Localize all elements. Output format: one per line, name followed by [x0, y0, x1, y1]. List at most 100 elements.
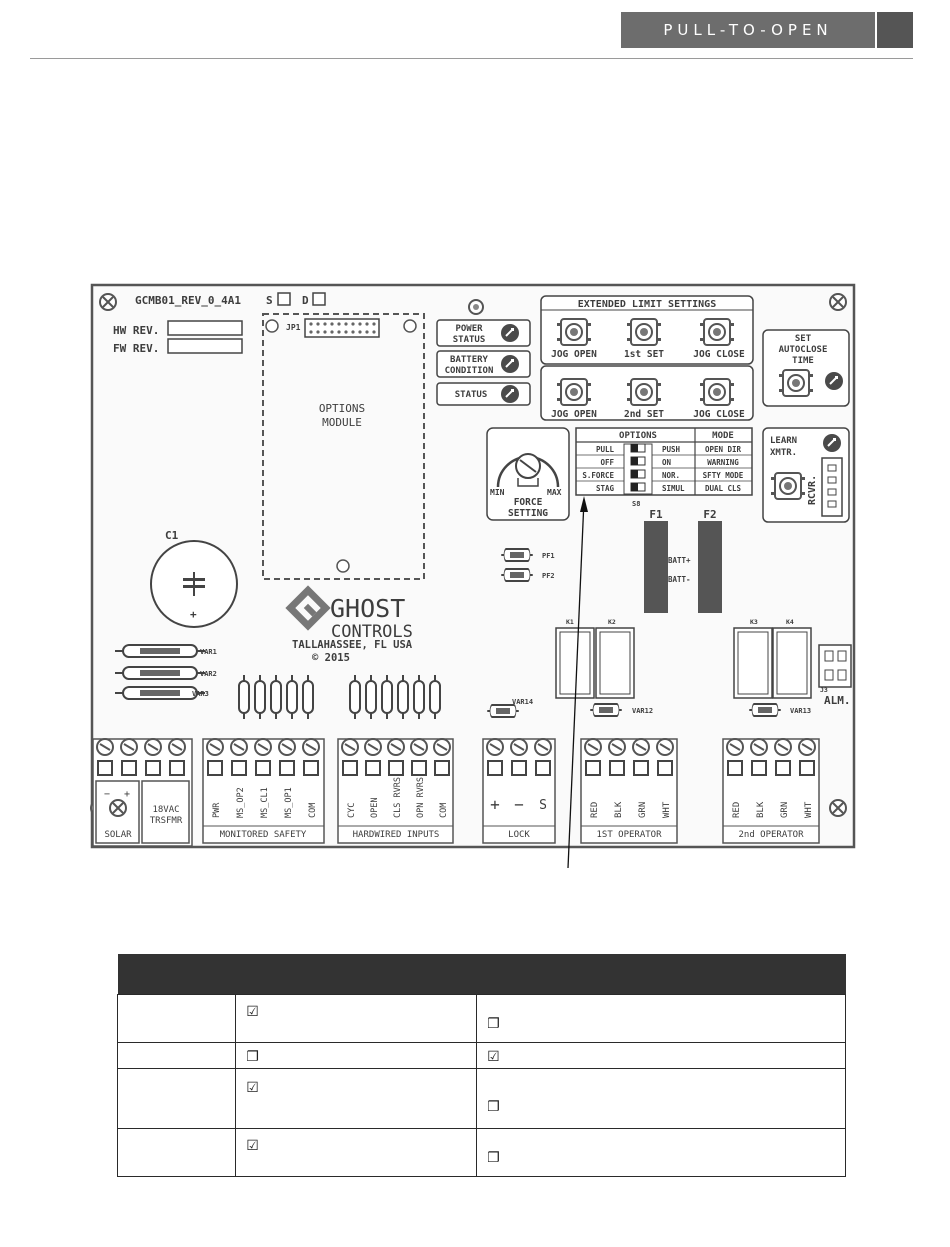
option-left-3: S.FORCE — [582, 471, 614, 480]
trsfmr-section — [141, 780, 190, 844]
d-label: D — [302, 294, 309, 307]
varistor-vertical — [349, 674, 361, 720]
logo-ghost: GHOST — [330, 594, 405, 623]
varistor-vertical — [413, 674, 425, 720]
table-header-row — [117, 954, 846, 995]
terminal-pad — [727, 760, 743, 776]
terminal-pad — [585, 760, 601, 776]
terminal-pad — [775, 760, 791, 776]
hw-pin-5: COM — [439, 803, 449, 818]
table-row: ☑ ❐ — [116, 1128, 846, 1177]
pointer-arrow-line — [567, 499, 585, 869]
ms-pin-1: PWR — [212, 802, 222, 818]
varistor-vertical — [429, 674, 441, 720]
terminal-screw-icon — [96, 738, 114, 756]
terminal-screw-icon — [387, 738, 405, 756]
set-autoclose-label-3: TIME — [792, 356, 814, 366]
solar-minus: − — [104, 789, 110, 800]
pf1-component — [500, 548, 534, 562]
trsfmr-label-2: TRSFMR — [150, 816, 183, 826]
hw-pin-3: CLS RVRS — [393, 777, 403, 818]
option-mode-3: SFTY MODE — [703, 471, 744, 480]
force-min-label: MIN — [490, 488, 505, 497]
module-mount-hole — [265, 319, 279, 333]
logo-controls: CONTROLS — [331, 622, 413, 642]
terminal-pad — [751, 760, 767, 776]
terminal-screw-icon — [206, 738, 224, 756]
s-label: S — [266, 294, 273, 307]
table-cell: ☑ — [476, 1042, 846, 1069]
rcvr-connector — [821, 457, 843, 517]
terminal-screw-icon — [584, 738, 602, 756]
force-max-label: MAX — [547, 488, 562, 497]
part-number: GCMB01_REV_0_4A1 — [135, 294, 241, 307]
checkbox-icon: ☑ — [246, 1080, 259, 1096]
jog-close-button-1 — [699, 318, 735, 346]
var2-component — [114, 666, 206, 680]
c1-label: C1 — [165, 529, 179, 542]
table-cell: ❐ — [235, 1042, 478, 1069]
set-autoclose-button — [778, 369, 814, 397]
option-mode-4: DUAL CLS — [705, 484, 742, 493]
ms-pin-5: COM — [308, 803, 318, 818]
second-set-button — [626, 378, 662, 406]
solar-plus: + — [124, 789, 130, 800]
option-right-4: SIMUL — [662, 484, 685, 493]
pf2-label: PF2 — [542, 572, 555, 580]
table-header-cell — [235, 954, 477, 995]
op1-pin-2: BLK — [614, 801, 624, 818]
k2-label: K2 — [608, 618, 616, 626]
learn-led-icon — [822, 433, 842, 453]
terminal-pad — [231, 760, 247, 776]
solar-label: SOLAR — [104, 830, 132, 840]
dip-switch-toggle — [630, 443, 646, 453]
j3-label: J3 — [820, 686, 828, 694]
var1-label: VAR1 — [200, 648, 217, 656]
jp1-header — [304, 318, 380, 338]
hw-rev-label: HW REV. — [113, 324, 159, 337]
var13-component — [748, 703, 782, 717]
terminal-screw-icon — [433, 738, 451, 756]
dip-switch-toggle — [630, 469, 646, 479]
terminal-pad — [511, 760, 527, 776]
checkbox-icon: ☑ — [246, 1004, 259, 1020]
options-header: OPTIONS — [619, 431, 657, 441]
option-left-2: OFF — [600, 458, 614, 467]
set-autoclose-label-1: SET — [795, 334, 812, 344]
varistor-vertical — [286, 674, 298, 720]
d-pad — [312, 292, 326, 306]
varistor-vertical — [254, 674, 266, 720]
terminal-screw-icon — [120, 738, 138, 756]
option-right-2: ON — [662, 458, 672, 467]
table-row: ❐ ☑ — [116, 1042, 846, 1069]
status-led-icon — [500, 384, 520, 404]
terminal-screw-icon — [510, 738, 528, 756]
terminal-screw-icon — [534, 738, 552, 756]
table-cell — [116, 1068, 237, 1129]
ms-pin-3: MS_CL1 — [260, 787, 270, 818]
var3-label: VAR3 — [192, 690, 209, 698]
terminal-pad — [145, 760, 161, 776]
lock-pin-3: S — [539, 798, 547, 813]
varistor-vertical — [238, 674, 250, 720]
alm-label: ALM. — [824, 694, 851, 707]
terminal-pad — [609, 760, 625, 776]
varistor-vertical — [302, 674, 314, 720]
var14-label: VAR14 — [512, 698, 533, 706]
varistor-vertical — [270, 674, 282, 720]
terminal-pad — [657, 760, 673, 776]
terminal-screw-icon — [774, 738, 792, 756]
checkbox-icon: ❐ — [246, 1049, 259, 1065]
module-mount-hole — [403, 319, 417, 333]
table-cell: ❐ — [476, 1128, 846, 1177]
second-set-label: 2nd SET — [624, 409, 664, 420]
terminal-screw-icon — [608, 738, 626, 756]
settings-table: ☑ ❐ ❐ ☑ ☑ ❐ ☑ ❐ — [116, 954, 846, 1177]
pointer-arrowhead-icon — [580, 496, 588, 512]
set-autoclose-label-2: AUTOCLOSE — [779, 345, 828, 355]
k4-label: K4 — [786, 618, 794, 626]
pf1-label: PF1 — [542, 552, 555, 560]
op2-pin-1: RED — [732, 802, 742, 818]
varistor-vertical — [381, 674, 393, 720]
relay-k1 — [555, 627, 595, 699]
